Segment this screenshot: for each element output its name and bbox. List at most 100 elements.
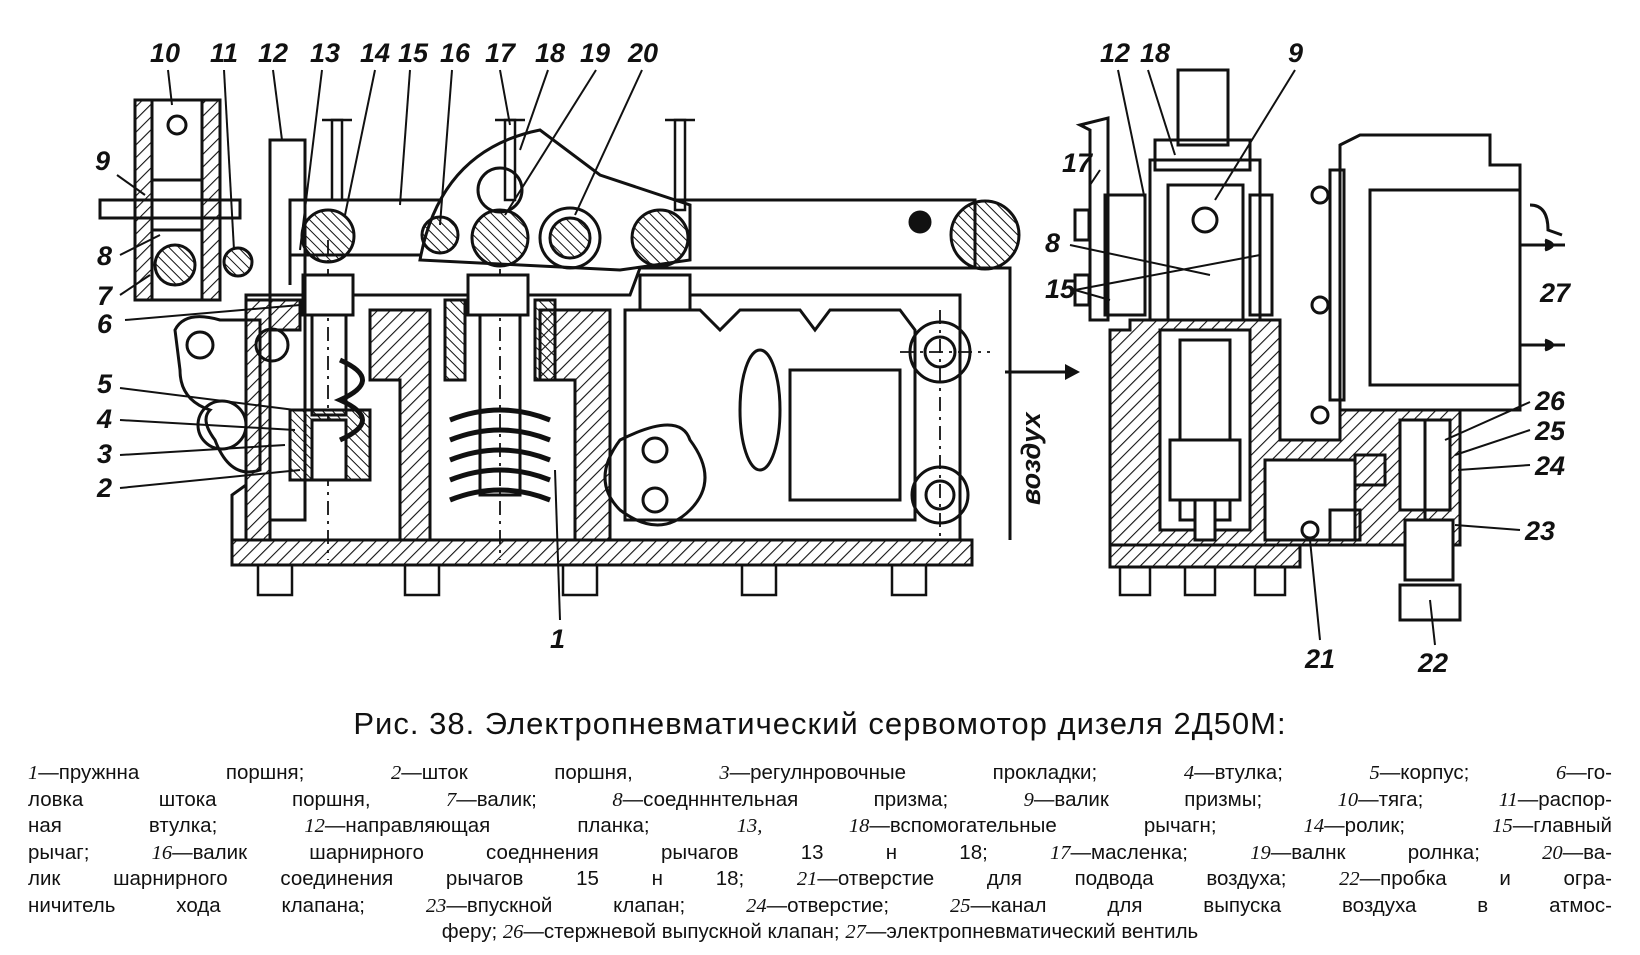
legend-number: 25 — [950, 894, 971, 917]
callout-18: 18 — [535, 38, 565, 68]
legend-text: —ва- — [1562, 840, 1612, 864]
callout-12: 12 — [258, 38, 288, 68]
legend-text: —валик шарнирного соедннения рычагов 13 … — [172, 840, 1051, 864]
servomotor-drawing: воздух — [95, 38, 1572, 678]
legend-line: феру; 26—стержневой выпускной клапан; 27… — [28, 919, 1612, 946]
legend-number: 24 — [746, 894, 767, 917]
figure-caption-title: Рис. 38. Электропневматический сервомото… — [353, 706, 1287, 741]
callout-r8: 8 — [1045, 228, 1060, 258]
callout-2: 2 — [96, 473, 112, 503]
legend-number: 10 — [1337, 788, 1359, 811]
legend-text: —шток поршня, — [401, 761, 720, 784]
callout-r23: 23 — [1524, 516, 1555, 546]
legend-text: —ролик; — [1324, 814, 1493, 837]
legend-number: 19 — [1250, 841, 1271, 864]
legend-number: 6 — [1555, 762, 1567, 784]
callout-r26: 26 — [1534, 386, 1566, 416]
legend-text: —тяга; — [1358, 787, 1499, 811]
callout-r12: 12 — [1100, 38, 1130, 68]
callout-16: 16 — [440, 38, 471, 68]
legend-text: —валик призмы; — [1033, 787, 1338, 811]
legend-text: —масленка; — [1070, 840, 1251, 864]
legend-number: 7 — [445, 788, 457, 811]
callout-r27: 27 — [1539, 278, 1572, 308]
legend-text: лик шарнирного соединения рычагов 15 н 1… — [28, 867, 797, 890]
legend-number: 4 — [1183, 762, 1195, 784]
legend-text: —валнк ролнка; — [1270, 840, 1543, 864]
legend-text: феру; — [441, 920, 503, 943]
air-label: воздух — [1016, 411, 1046, 505]
callout-leaders — [116, 69, 1531, 646]
legend-text: —пружнна поршня; — [38, 761, 391, 784]
legend-text: —главный — [1512, 814, 1612, 837]
callout-r22: 22 — [1417, 648, 1448, 678]
callout-17: 17 — [485, 38, 517, 68]
legend-text: —распор- — [1517, 787, 1613, 811]
legend-text: —пробка и огра- — [1359, 867, 1612, 890]
legend-text: —электропневматический вентиль — [865, 920, 1199, 943]
legend-text: ловка штока поршня, — [28, 787, 446, 811]
callout-r21: 21 — [1304, 644, 1335, 674]
callout-numbers: 10 11 12 13 14 15 16 17 18 19 20 9 8 7 6… — [95, 38, 1572, 678]
callout-7: 7 — [97, 281, 114, 311]
callout-r15: 15 — [1045, 274, 1076, 304]
left-section-view — [98, 98, 1021, 597]
legend-number: 16 — [151, 841, 173, 864]
callout-13: 13 — [310, 38, 340, 68]
legend-number: 2 — [390, 762, 402, 784]
figure-legend: 1—пружнна поршня; 2—шток поршня, 3—регул… — [28, 760, 1612, 946]
legend-line: рычаг; 16—валик шарнирного соедннения ры… — [28, 840, 1612, 867]
legend-line: лик шарнирного соединения рычагов 15 н 1… — [28, 866, 1612, 893]
callout-19: 19 — [580, 38, 610, 68]
callout-3: 3 — [97, 439, 112, 469]
legend-number: 23 — [425, 894, 447, 917]
callout-r17: 17 — [1062, 148, 1094, 178]
callout-11: 11 — [210, 38, 238, 68]
legend-line: 1—пружнна поршня; 2—шток поршня, 3—регул… — [28, 760, 1612, 787]
callout-9: 9 — [95, 146, 110, 176]
legend-number: 20 — [1542, 841, 1563, 864]
legend-number: 17 — [1050, 841, 1071, 864]
callout-15: 15 — [398, 38, 429, 68]
legend-number: 9 — [1023, 788, 1034, 811]
legend-number: 21 — [796, 868, 818, 890]
legend-text: —соеднннтельная призма; — [622, 787, 1024, 811]
legend-number: 1 — [28, 762, 39, 784]
callout-4: 4 — [96, 404, 112, 434]
legend-text: —валик; — [456, 787, 613, 811]
legend-number: 12 — [304, 815, 325, 837]
legend-number: 3 — [719, 762, 730, 784]
legend-text: —вспомогательные рычагн; — [869, 814, 1304, 837]
legend-text: —корпус; — [1379, 761, 1556, 784]
legend-text: —отверстие для подвода воздуха; — [817, 867, 1340, 890]
legend-number: 5 — [1369, 762, 1380, 784]
callout-10: 10 — [150, 38, 180, 68]
callout-r18: 18 — [1140, 38, 1170, 68]
callout-6: 6 — [97, 309, 113, 339]
legend-text: —регулнровочные прокладки; — [729, 761, 1184, 784]
legend-number: 14 — [1303, 815, 1325, 837]
legend-number: 8 — [612, 788, 623, 811]
legend-text: —направляющая планка; — [324, 814, 737, 837]
legend-number: 11 — [1498, 788, 1518, 811]
legend-text: —стержневой выпускной клапан; — [523, 920, 846, 943]
legend-text: —отверстие; — [766, 893, 951, 917]
legend-text: —го- — [1566, 761, 1612, 784]
legend-line: ная втулка; 12—направляющая планка; 13, … — [28, 813, 1612, 840]
legend-number: 26 — [502, 921, 524, 943]
callout-8: 8 — [97, 241, 112, 271]
callout-1: 1 — [550, 624, 565, 654]
callout-r24: 24 — [1534, 451, 1565, 481]
legend-line: ловка штока поршня, 7—валик; 8—соеднннте… — [28, 787, 1612, 814]
legend-number: 22 — [1339, 868, 1360, 890]
legend-text: ничитель хода клапана; — [28, 893, 426, 917]
legend-text: —впускной клапан; — [446, 893, 747, 917]
callout-14: 14 — [360, 38, 390, 68]
legend-text: ная втулка; — [28, 814, 305, 837]
legend-number: 15 — [1492, 815, 1513, 837]
legend-line: ничитель хода клапана; 23—впускной клапа… — [28, 893, 1612, 920]
callout-r9: 9 — [1288, 38, 1303, 68]
right-section-view — [1073, 68, 1565, 622]
callout-20: 20 — [627, 38, 658, 68]
callout-5: 5 — [97, 369, 113, 399]
